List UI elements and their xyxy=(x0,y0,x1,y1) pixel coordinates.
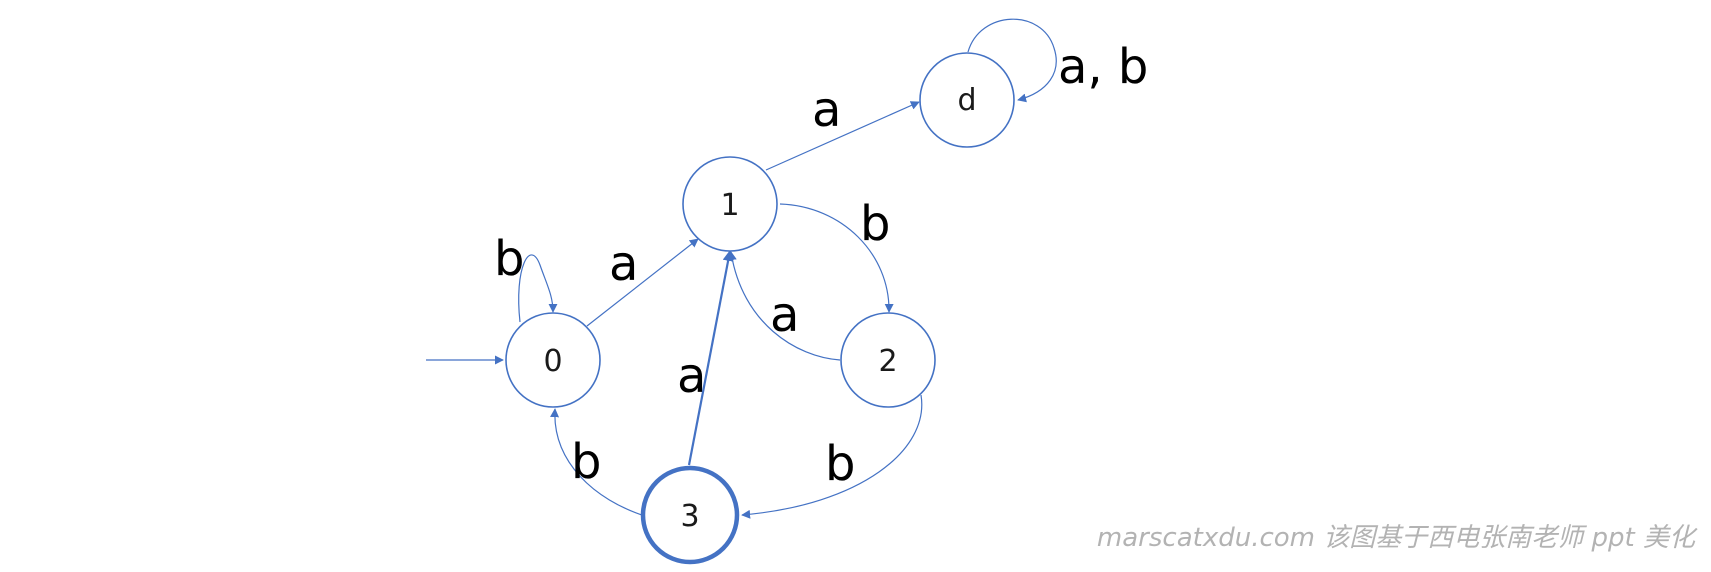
state-3-accepting: 3 xyxy=(640,465,740,565)
edge-label-0-1: a xyxy=(609,236,638,292)
edge-2-1 xyxy=(727,251,841,361)
edge-label-3-0: b xyxy=(571,434,601,490)
state-d: d xyxy=(919,52,1015,148)
state-0: 0 xyxy=(505,312,601,408)
state-1: 1 xyxy=(682,156,778,252)
edge-2-3 xyxy=(741,394,923,519)
state-label: 0 xyxy=(543,344,562,379)
state-label: 1 xyxy=(720,188,739,223)
edge-1-2 xyxy=(779,203,894,313)
state-2: 2 xyxy=(840,312,936,408)
edge-label-1-2: b xyxy=(860,196,890,252)
edge-label-d-d: a, b xyxy=(1058,39,1148,95)
edge-1-d xyxy=(765,101,920,171)
state-label: 3 xyxy=(680,499,699,534)
edge-3-1 xyxy=(687,249,734,466)
edge-label-2-1: a xyxy=(770,287,799,343)
edge-3-0 xyxy=(550,408,646,517)
edge-d-d xyxy=(967,18,1057,103)
edge-0-1 xyxy=(586,238,699,327)
edge-label-2-3: b xyxy=(825,436,855,492)
edge-label-0-0: b xyxy=(494,231,524,287)
state-label: 2 xyxy=(878,344,897,379)
state-label: d xyxy=(957,83,976,118)
edge-label-1-d: a xyxy=(812,82,841,138)
edge-0-0 xyxy=(518,254,558,323)
edge-label-3-1: a xyxy=(677,348,706,404)
watermark-text: marscatxdu.com 该图基于西电张南老师 ppt 美化 xyxy=(1097,523,1698,553)
